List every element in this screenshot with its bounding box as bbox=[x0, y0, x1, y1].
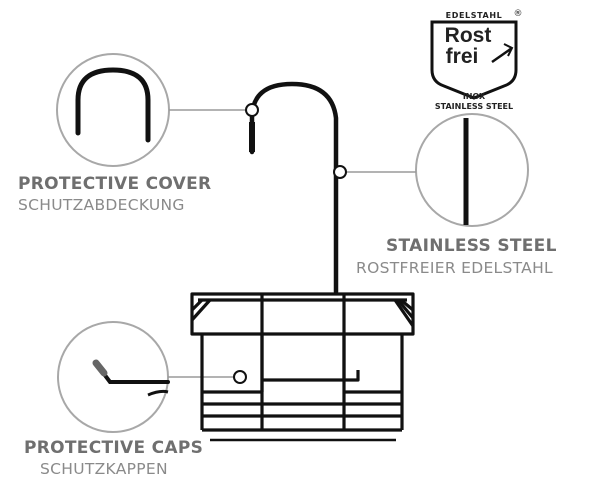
cover-dot bbox=[245, 103, 259, 117]
caps-title: PROTECTIVE CAPS bbox=[24, 438, 204, 458]
steel-title: STAINLESS STEEL bbox=[386, 236, 557, 256]
badge-top-label: EDELSTAHL bbox=[445, 11, 503, 20]
caps-wire-detail-2 bbox=[147, 389, 169, 397]
caps-subtitle: SCHUTZKAPPEN bbox=[40, 460, 168, 478]
cover-hook-detail bbox=[75, 67, 151, 143]
hanger-hook bbox=[249, 81, 339, 295]
basket bbox=[190, 292, 415, 442]
steel-subtitle: ROSTFREIER EDELSTAHL bbox=[356, 259, 553, 277]
badge-rost: Rost bbox=[444, 24, 492, 47]
steel-dot bbox=[333, 165, 347, 179]
caps-detail-circle bbox=[57, 321, 169, 433]
caps-tip bbox=[92, 359, 108, 377]
rostfrei-badge: EDELSTAHL ® Rost frei INOX STAINLESS STE… bbox=[426, 9, 523, 111]
badge-inox: INOX bbox=[462, 92, 486, 101]
cover-subtitle: SCHUTZABDECKUNG bbox=[18, 196, 185, 214]
badge-registered-mark: ® bbox=[513, 9, 523, 19]
caps-dot bbox=[233, 370, 247, 384]
badge-stainless: STAINLESS STEEL bbox=[434, 102, 514, 111]
badge-frei: frei bbox=[445, 45, 479, 68]
steel-detail-circle bbox=[415, 113, 529, 227]
cover-title: PROTECTIVE COVER bbox=[18, 174, 212, 194]
